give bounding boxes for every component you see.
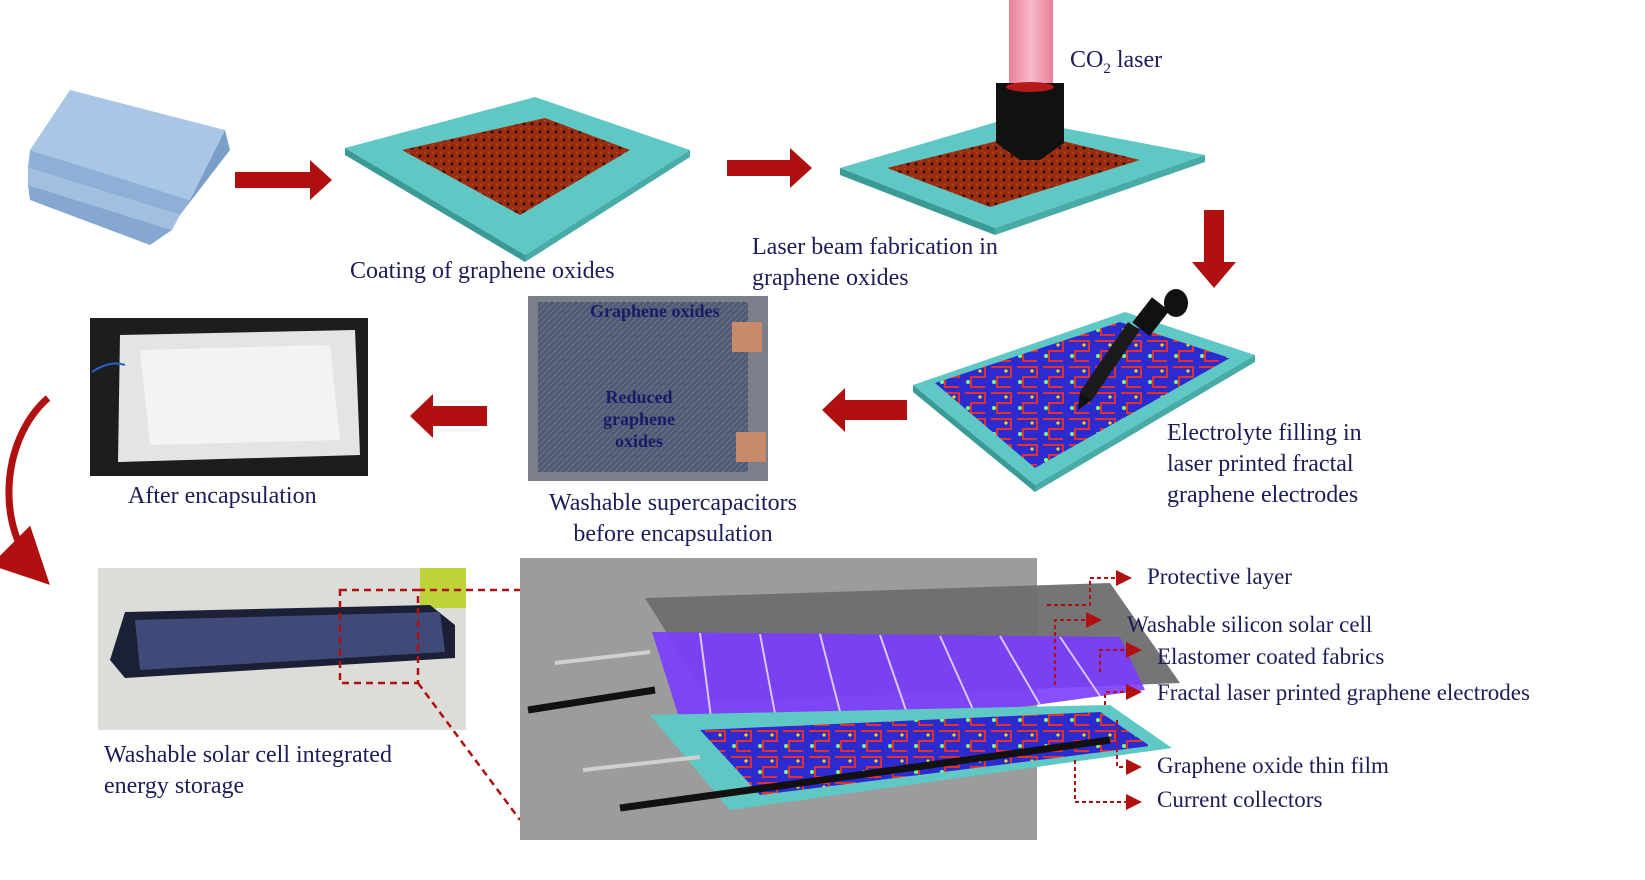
arrow-4-shape: [822, 388, 907, 432]
photo-label-reduced-3: oxides: [614, 431, 663, 451]
photo-label-reduced-1: Reduced: [605, 387, 673, 407]
integrated-line2: energy storage: [104, 773, 245, 799]
laser-fabrication-label: Laser beam fabrication in graphene oxide…: [752, 232, 998, 294]
layer-current-collectors: Current collectors: [1157, 787, 1323, 812]
dropper-icon: [1078, 289, 1188, 410]
co2-laser-label: CO2 laser: [1070, 45, 1162, 85]
electrolyte-plate: [913, 289, 1255, 492]
washable-line1: Washable supercapacitors: [549, 490, 797, 516]
encapsulation-photo: [90, 318, 368, 476]
fabric-illustration: [28, 90, 230, 245]
laser-fabrication-line2: graphene oxides: [752, 265, 909, 291]
arrow-1: [235, 160, 332, 200]
integrated-line1: Washable solar cell integrated: [104, 742, 392, 768]
photo-label-graphene-oxides: Graphene oxides: [590, 301, 720, 321]
layer-elastomer: Elastomer coated fabrics: [1157, 644, 1385, 669]
co2-rest: laser: [1110, 47, 1163, 73]
laser-plate: [840, 0, 1205, 235]
washable-supercap-label: Washable supercapacitors before encapsul…: [528, 488, 818, 550]
arrow-5: [410, 394, 487, 438]
coating-label: Coating of graphene oxides: [350, 258, 615, 284]
electrolyte-label: Electrolyte filling in laser printed fra…: [1167, 418, 1362, 511]
arrow-2: [727, 148, 812, 188]
curved-arrow: [0, 395, 51, 585]
supercapacitor-photo: [528, 296, 768, 481]
arrow-3: [1192, 210, 1236, 288]
layer-fractal-electrodes: Fractal laser printed graphene electrode…: [1157, 680, 1530, 705]
integrated-label: Washable solar cell integrated energy st…: [104, 740, 392, 802]
co2-subscript: 2: [1103, 60, 1111, 77]
laser-fabrication-line1: Laser beam fabrication in: [752, 234, 998, 260]
exploded-view: [520, 558, 1180, 840]
after-encapsulation-label: After encapsulation: [128, 483, 317, 509]
washable-line2: before encapsulation: [573, 521, 773, 547]
layer-graphene-film: Graphene oxide thin film: [1157, 753, 1389, 778]
electrolyte-line3: graphene electrodes: [1167, 482, 1359, 508]
co2-text: CO: [1070, 47, 1104, 73]
electrolyte-line1: Electrolyte filling in: [1167, 420, 1362, 446]
electrolyte-line2: laser printed fractal: [1167, 451, 1354, 477]
photo-label-reduced-2: graphene: [603, 409, 675, 429]
integrated-photo: [98, 568, 466, 730]
layer-solar-cell: Washable silicon solar cell: [1127, 612, 1373, 637]
photo-label-reduced: Reduced graphene oxides: [603, 386, 675, 452]
coated-plate: [345, 97, 690, 262]
layer-protective: Protective layer: [1147, 564, 1292, 589]
